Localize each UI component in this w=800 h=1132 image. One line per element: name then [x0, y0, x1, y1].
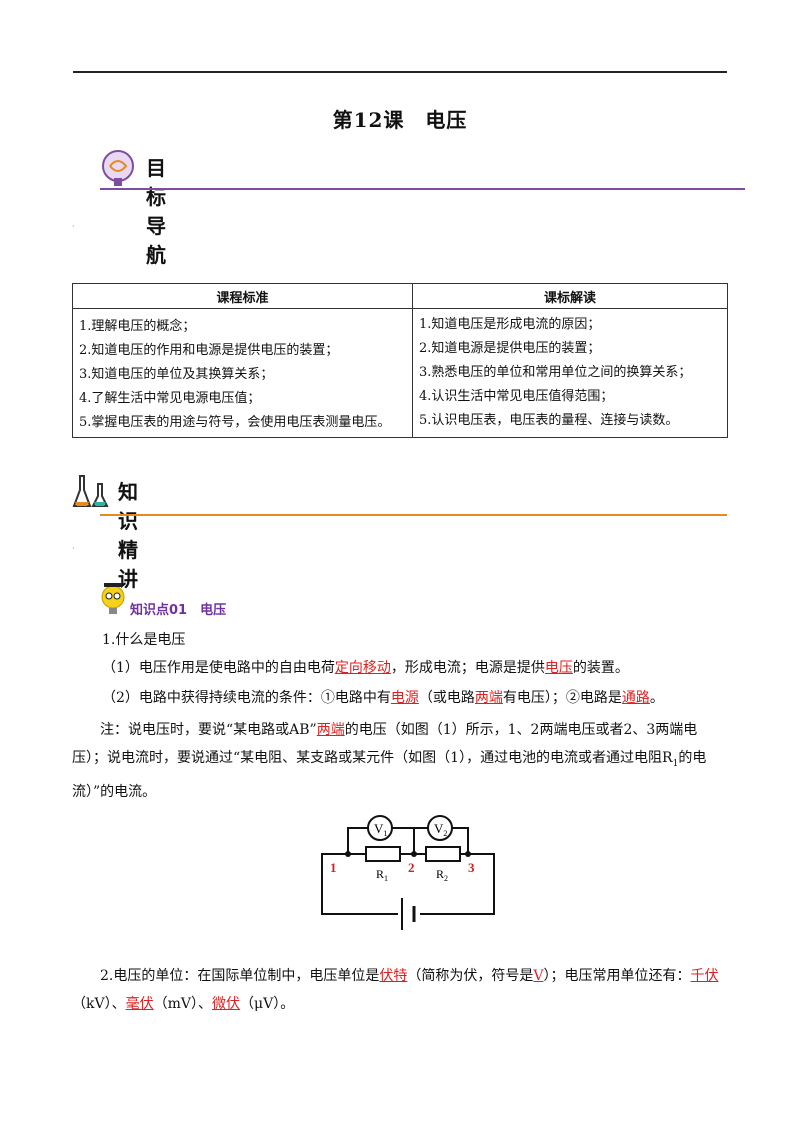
list-item: 2.知道电压的作用和电源是提供电压的装置； — [79, 342, 339, 358]
v2-label: V2 — [434, 821, 447, 838]
table-header-interpretation: 课标解读 — [412, 283, 728, 309]
paragraph-1: （1）电压作用是使电路中的自由电荷定向移动，形成电流；电源是提供电压的装置。 — [102, 660, 629, 676]
top-rule — [73, 71, 727, 73]
paragraph-2: （2）电路中获得持续电流的条件：①电路中有电源（或电路两端有电压）；②电路是通路… — [102, 690, 664, 706]
standards-cell: 1.理解电压的概念； 2.知道电压的作用和电源是提供电压的装置； 3.知道电压的… — [72, 308, 413, 438]
r2-label: R2 — [436, 867, 448, 883]
standards-table: 课程标准 课标解读 1.理解电压的概念； 2.知道电压的作用和电源是提供电压的装… — [72, 283, 728, 438]
note-paragraph: 注：说电压时，要说“某电路或AB”两端的电压（如图（1）所示，1、2两端电压或者… — [72, 722, 707, 800]
bulb-mascot-icon — [101, 583, 125, 614]
resistor-r2 — [425, 846, 461, 862]
brain-icon — [102, 150, 134, 186]
question-1: 1.什么是电压 — [102, 632, 186, 648]
page-title: 第12课 电压 — [332, 108, 468, 132]
section-goal-nav-label: 目标导航 — [146, 156, 166, 267]
flask-icon — [72, 475, 109, 507]
list-item: 1.理解电压的概念； — [79, 318, 196, 334]
table-header-standard: 课程标准 — [72, 283, 413, 309]
list-item: 5.掌握电压表的用途与符号，会使用电压表测量电压。 — [79, 414, 391, 430]
voltmeter-v2 — [427, 815, 453, 841]
list-item: 4.认识生活中常见电压值得范围； — [419, 389, 614, 404]
section-knowledge-label: 知识精讲 — [118, 480, 138, 591]
list-item: 3.熟悉电压的单位和常用单位之间的换算关系； — [419, 365, 692, 380]
list-item: 5.认识电压表，电压表的量程、连接与读数。 — [419, 413, 679, 428]
voltmeter-v1 — [367, 815, 393, 841]
node-2-label: 2 — [408, 860, 415, 875]
node-1-label: 1 — [330, 860, 337, 875]
section-knowledge-rule — [100, 514, 727, 516]
list-item: 3.知道电压的单位及其换算关系； — [79, 366, 274, 382]
r1-label: R1 — [376, 867, 388, 883]
list-item: 2.知道电源是提供电压的装置； — [419, 341, 601, 356]
circuit-diagram: V1 V2 1 2 3 R1 R2 — [321, 815, 495, 930]
interpretation-cell: 1.知道电压是形成电流的原因； 2.知道电源是提供电压的装置； 3.熟悉电压的单… — [412, 308, 728, 438]
resistor-r1 — [365, 846, 401, 862]
section-goal-nav-rule — [100, 188, 745, 190]
v1-label: V1 — [374, 821, 387, 838]
list-item: 4.了解生活中常见电源电压值； — [79, 390, 261, 406]
node-3-label: 3 — [468, 860, 475, 875]
paragraph-3: 2.电压的单位：在国际单位制中，电压单位是伏特（简称为伏，符号是V）；电压常用单… — [72, 968, 719, 1012]
knowledge-point-title: 知识点01 电压 — [130, 603, 227, 618]
list-item: 1.知道电压是形成电流的原因； — [419, 317, 601, 332]
